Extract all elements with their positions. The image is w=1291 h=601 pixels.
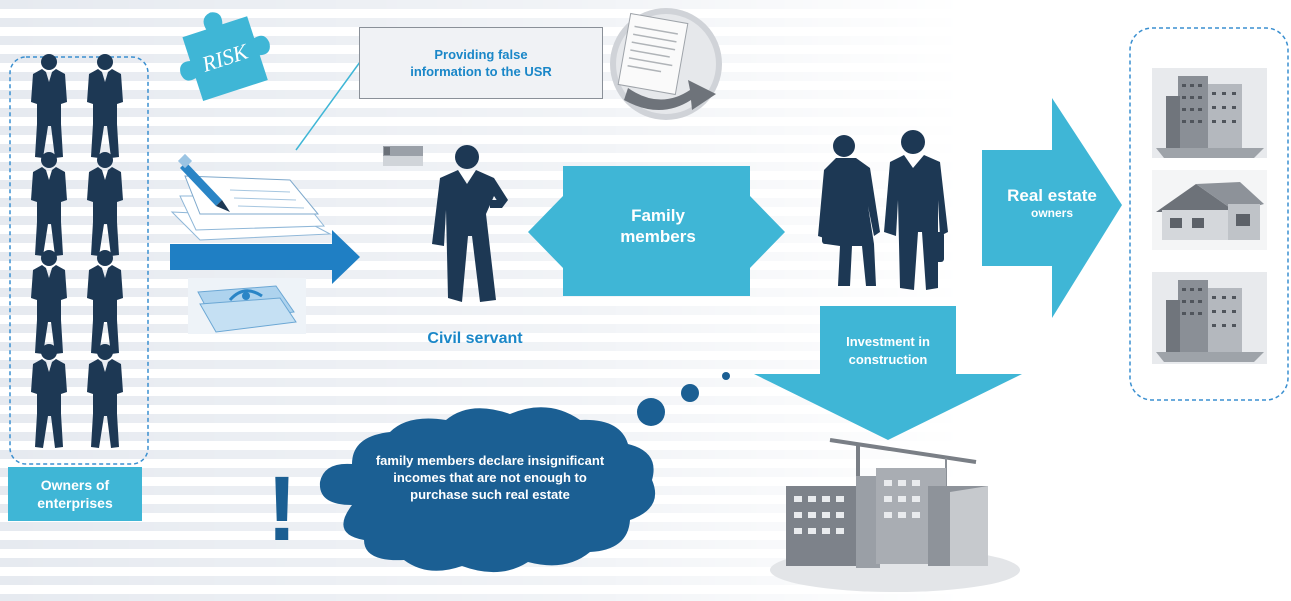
money-icon (188, 278, 306, 334)
apartment-building-icon-2 (1152, 272, 1267, 364)
real-estate-label: Real estate owners (988, 186, 1116, 220)
owners-label: Owners of enterprises (37, 477, 113, 511)
exclamation-mark: ! (267, 458, 298, 560)
family-members-text: Family members (620, 206, 696, 246)
owners-group (9, 54, 149, 465)
false-information-box: Providing false information to the USR (359, 27, 603, 99)
investment-text: Investment in construction (846, 334, 930, 367)
cloud-text: family members declare insignificant inc… (375, 453, 605, 502)
false-information-text: Providing false information to the USR (410, 47, 552, 79)
bribe-arrow (170, 230, 360, 284)
real-estate-arrow (982, 98, 1122, 318)
family-members-label: Family members (600, 205, 716, 247)
real-estate-dashed-frame (1129, 27, 1289, 401)
family-figures (818, 130, 948, 290)
thought-bubbles (637, 372, 730, 426)
real-estate-title: Real estate (1007, 186, 1097, 205)
investment-label: Investment in construction (822, 333, 954, 369)
apartment-building-icon-1 (1152, 68, 1267, 158)
risk-puzzle-icon: RISK (180, 12, 270, 102)
owner-figures (31, 54, 123, 448)
document-arrow-icon (610, 8, 722, 120)
civil-servant-figure (432, 145, 508, 302)
papers-pen-icon (170, 153, 332, 241)
thought-cloud (319, 407, 656, 573)
house-icon (1152, 170, 1267, 250)
flag-icon (383, 146, 423, 166)
owners-label-box: Owners of enterprises (8, 467, 142, 521)
owners-dashed-frame (9, 56, 149, 465)
callout-line (295, 61, 361, 151)
investment-arrow (754, 306, 1022, 440)
civil-servant-label: Civil servant (427, 330, 523, 347)
real-estate-sub: owners (1030, 206, 1073, 220)
real-estate-group (1129, 27, 1289, 401)
construction-site-icon (770, 438, 1020, 592)
family-members-arrow (528, 166, 785, 296)
